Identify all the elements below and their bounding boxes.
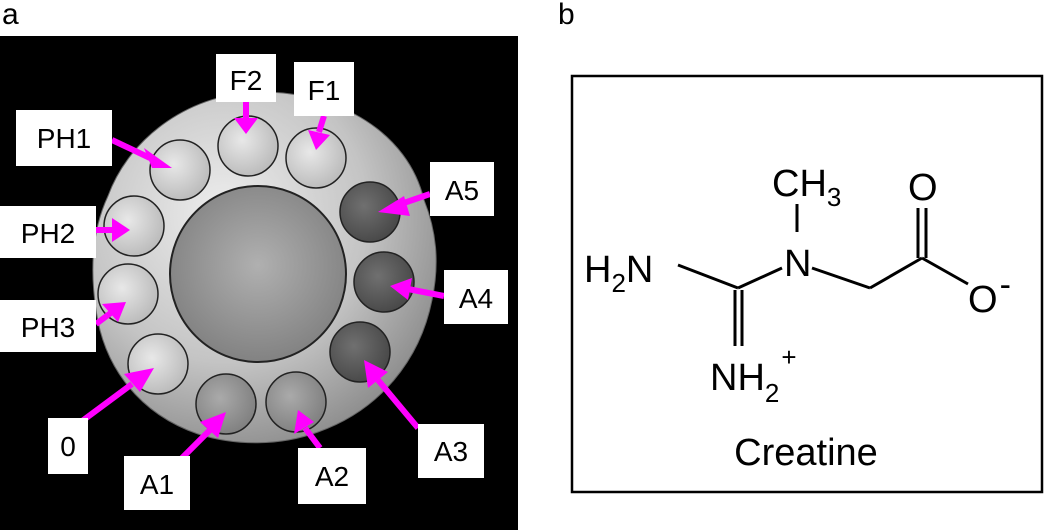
arrow-PH1 xyxy=(110,137,172,168)
atom-labels: CH3 H2N N NH2+ O O- xyxy=(584,163,1011,408)
arrow-A2 xyxy=(294,410,323,450)
arrows xyxy=(68,102,445,461)
tube-PH1 xyxy=(149,139,211,201)
svg-text:PH1: PH1 xyxy=(37,123,91,154)
arrow-A4 xyxy=(390,278,445,300)
arrow-F2 xyxy=(234,102,258,134)
arrow-A5 xyxy=(378,191,431,216)
carboxylate-o-label: O- xyxy=(968,266,1011,321)
labels: F2 F1 PH1 A5 PH2 A4 PH3 0 xyxy=(0,54,508,510)
arrow-A1 xyxy=(179,412,226,461)
n-center-label: N xyxy=(784,243,811,285)
label-0: 0 xyxy=(48,418,88,474)
molecule-caption: Creatine xyxy=(734,432,878,474)
label-F2: F2 xyxy=(216,54,276,102)
svg-text:A4: A4 xyxy=(459,283,493,314)
label-A4: A4 xyxy=(444,270,508,324)
bond-ch2-c xyxy=(869,256,923,290)
structure-frame xyxy=(570,74,1044,494)
carbonyl-o-label: O xyxy=(908,167,938,209)
panel-b-letter: b xyxy=(558,0,575,31)
bond-n-ch2 xyxy=(811,266,871,290)
label-A1: A1 xyxy=(124,456,190,510)
bond-c-n xyxy=(737,266,783,290)
svg-text:A2: A2 xyxy=(315,461,349,492)
label-PH1: PH1 xyxy=(16,110,112,166)
amine-label: H2N xyxy=(584,249,653,298)
label-A2: A2 xyxy=(298,448,366,504)
label-A5: A5 xyxy=(430,162,494,216)
svg-text:0: 0 xyxy=(60,431,76,462)
arrow-F1 xyxy=(308,115,330,150)
bond-amine-c xyxy=(677,263,739,290)
svg-text:A1: A1 xyxy=(140,469,174,500)
svg-text:A3: A3 xyxy=(434,436,468,467)
tube-A4 xyxy=(353,251,415,313)
label-A3: A3 xyxy=(418,424,484,478)
arrow-A3 xyxy=(364,360,421,430)
label-PH2: PH2 xyxy=(0,206,96,258)
svg-text:F2: F2 xyxy=(230,65,263,96)
label-PH3: PH3 xyxy=(0,300,96,352)
bond-c-o-single xyxy=(921,256,969,286)
tube-PH2 xyxy=(103,195,165,257)
imine-label: NH2+ xyxy=(710,342,797,408)
panel-a-letter: a xyxy=(2,0,19,31)
arrow-PH3 xyxy=(94,302,126,327)
svg-text:A5: A5 xyxy=(445,175,479,206)
svg-text:PH2: PH2 xyxy=(21,218,75,249)
svg-text:PH3: PH3 xyxy=(21,312,75,343)
svg-text:F1: F1 xyxy=(308,75,341,106)
label-F1: F1 xyxy=(294,62,354,116)
arrow-PH2 xyxy=(96,218,130,242)
creatine-structure xyxy=(677,204,969,346)
tube-F1 xyxy=(285,127,347,189)
central-compartment xyxy=(169,185,347,363)
methyl-label: CH3 xyxy=(772,163,841,212)
